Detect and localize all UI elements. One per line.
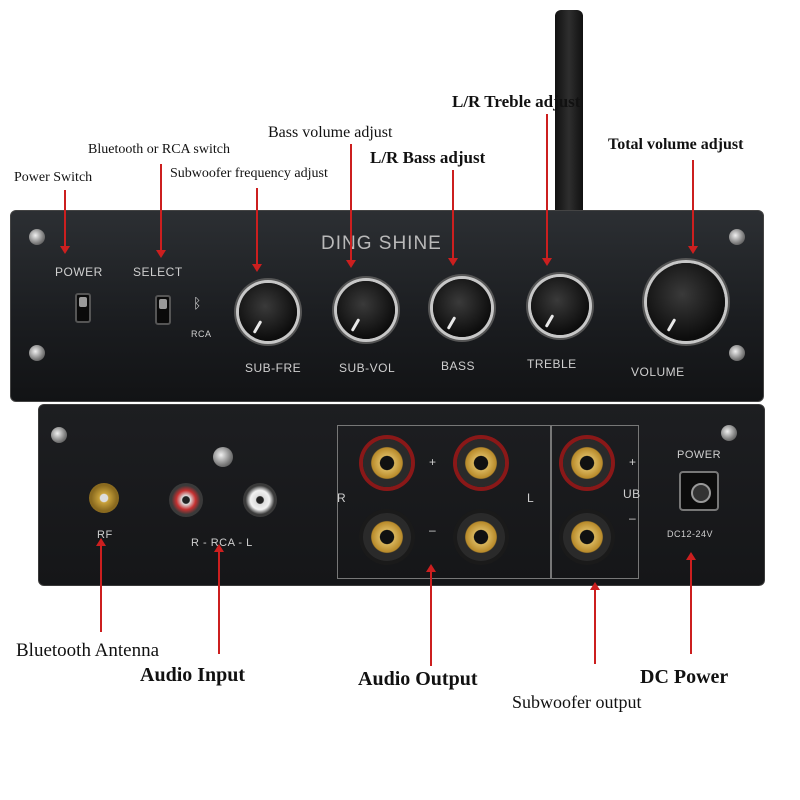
subwoofer-output-frame bbox=[551, 425, 639, 579]
sub-minus-label: – bbox=[629, 511, 637, 525]
power-switch[interactable] bbox=[75, 293, 91, 323]
front-panel: DING SHINE POWER SELECT ᛒ RCA SUB-FRE SU… bbox=[10, 210, 764, 402]
minus-label: – bbox=[429, 523, 437, 537]
total-volume-annotation: Total volume adjust bbox=[608, 136, 744, 153]
speaker-output-frame bbox=[337, 425, 551, 579]
screw bbox=[29, 345, 45, 361]
screw bbox=[721, 425, 737, 441]
rear-panel: RF R - RCA - L R L + – + – UB POWER DC12… bbox=[38, 404, 765, 586]
treble-label: TREBLE bbox=[527, 357, 577, 371]
audio-output-arrow bbox=[426, 564, 436, 666]
sub-plus-label: + bbox=[629, 455, 637, 469]
plus-label: + bbox=[429, 455, 437, 469]
rca-label: RCA bbox=[191, 329, 212, 339]
total-volume-arrow bbox=[688, 160, 698, 254]
select-label: SELECT bbox=[133, 265, 183, 279]
lr-treble-arrow bbox=[542, 114, 552, 266]
rf-antenna-jack[interactable] bbox=[89, 483, 119, 513]
screw bbox=[51, 427, 67, 443]
screw bbox=[213, 447, 233, 467]
power-switch-arrow bbox=[60, 190, 70, 254]
bluetooth-antenna bbox=[555, 10, 583, 212]
bluetooth-icon: ᛒ bbox=[193, 295, 202, 311]
bass-label: BASS bbox=[441, 359, 476, 373]
sub-positive-terminal[interactable] bbox=[563, 439, 611, 487]
rca-input-label: R - RCA - L bbox=[191, 537, 253, 549]
bt-rca-switch-annotation: Bluetooth or RCA switch bbox=[88, 142, 230, 157]
audio-input-annotation: Audio Input bbox=[140, 664, 246, 686]
power-switch-annotation: Power Switch bbox=[14, 170, 93, 185]
left-positive-terminal[interactable] bbox=[457, 439, 505, 487]
bass-volume-annotation: Bass volume adjust bbox=[268, 124, 393, 141]
sub-freq-annotation: Subwoofer frequency adjust bbox=[170, 166, 328, 181]
power-label: POWER bbox=[55, 265, 103, 279]
dc-spec-label: DC12-24V bbox=[667, 529, 714, 539]
subwoofer-output-annotation: Subwoofer output bbox=[512, 692, 642, 712]
rca-input-right[interactable] bbox=[169, 483, 203, 517]
audio-input-arrow bbox=[214, 544, 224, 654]
select-switch[interactable] bbox=[155, 295, 171, 325]
dc-power-arrow bbox=[686, 552, 696, 654]
lr-bass-arrow bbox=[448, 170, 458, 266]
bt-rca-switch-arrow bbox=[156, 164, 166, 258]
right-negative-terminal[interactable] bbox=[363, 513, 411, 561]
lr-bass-annotation: L/R Bass adjust bbox=[370, 148, 486, 167]
bt-antenna-arrow bbox=[96, 538, 106, 632]
subwoofer-output-arrow bbox=[590, 582, 600, 664]
bass-knob[interactable] bbox=[433, 279, 491, 337]
bass-volume-arrow bbox=[346, 144, 356, 268]
sub-fre-label: SUB-FRE bbox=[245, 361, 302, 375]
screw bbox=[29, 229, 45, 245]
sub-vol-knob[interactable] bbox=[337, 281, 395, 339]
bt-antenna-annotation: Bluetooth Antenna bbox=[16, 640, 160, 661]
audio-output-annotation: Audio Output bbox=[358, 668, 478, 690]
left-negative-terminal[interactable] bbox=[457, 513, 505, 561]
screw bbox=[729, 229, 745, 245]
sub-negative-terminal[interactable] bbox=[563, 513, 611, 561]
sub-vol-label: SUB-VOL bbox=[339, 361, 396, 375]
dc-power-jack[interactable] bbox=[679, 471, 719, 511]
rca-input-left[interactable] bbox=[243, 483, 277, 517]
left-channel-label: L bbox=[527, 491, 535, 505]
screw bbox=[729, 345, 745, 361]
right-positive-terminal[interactable] bbox=[363, 439, 411, 487]
brand-logo: DING SHINE bbox=[321, 233, 442, 254]
dc-power-label: POWER bbox=[677, 449, 722, 461]
treble-knob[interactable] bbox=[531, 277, 589, 335]
volume-knob[interactable] bbox=[647, 263, 725, 341]
sub-label: UB bbox=[623, 487, 641, 501]
volume-label: VOLUME bbox=[631, 365, 685, 379]
right-channel-label: R bbox=[337, 491, 347, 505]
lr-treble-annotation: L/R Treble adjust bbox=[452, 92, 581, 111]
sub-freq-arrow bbox=[252, 188, 262, 272]
dc-power-annotation: DC Power bbox=[640, 666, 729, 688]
sub-fre-knob[interactable] bbox=[239, 283, 297, 341]
